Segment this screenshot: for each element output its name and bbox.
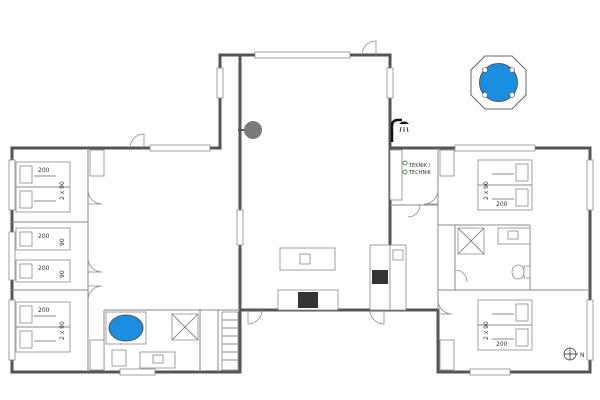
bed-width-label: 2 x 90 [483,181,490,200]
bed-width-label: 2 x 90 [59,321,66,340]
bed-right-bottom: 2 x 90 200 [477,299,533,351]
stairs [221,311,239,371]
technik-label-line2: TECHNIK [408,170,432,176]
indoor-spa-tub [105,311,147,367]
stove [298,292,318,308]
compass-north-label: N [580,352,585,359]
bed-length-label: 200 [496,201,508,208]
doors [87,40,468,325]
bed-left-mid: 200 90 200 90 [15,227,71,283]
bed-width-label: 2 x 90 [59,181,66,200]
bathroom-left [139,311,239,371]
cooktop [372,270,388,284]
bed-left-top: 200 2 x 90 [15,161,71,213]
bed-length-label: 200 [38,307,50,314]
technik-room: TEKNIK / TECHNIK [389,149,432,201]
technik-label-line1: TEKNIK / [408,163,431,169]
fireplace [238,121,262,139]
bed-width-label: 2 x 90 [483,321,490,340]
closets [89,149,455,371]
bathroom-right [457,227,531,280]
bed-length-label: 200 [38,233,50,240]
outdoor-hot-tub [470,55,527,110]
bed-width-label: 90 [59,270,66,278]
shower-icon [390,118,409,142]
bed-width-label: 90 [59,238,66,246]
interior-walls-right [390,148,590,310]
bed-left-bottom: 200 2 x 90 [15,301,71,353]
bed-right-top: 2 x 90 200 [477,159,533,211]
kitchen [277,244,407,311]
windows [8,51,594,376]
bed-length-label: 200 [496,341,508,348]
bed-length-label: 200 [38,265,50,272]
bed-length-label: 200 [38,167,50,174]
compass: N [563,347,585,361]
